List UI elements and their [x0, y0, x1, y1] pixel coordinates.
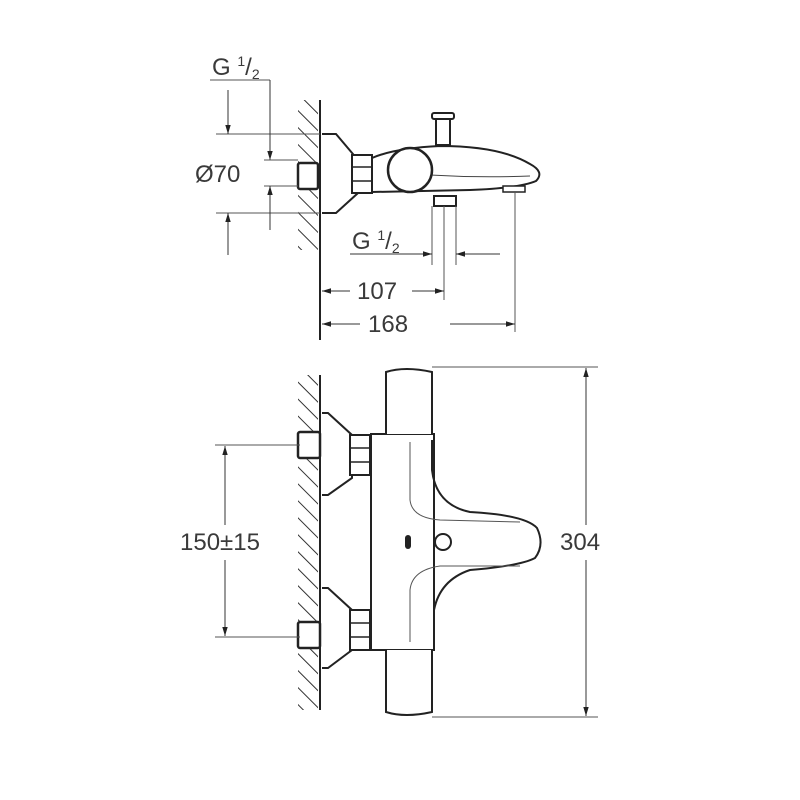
outlet-distance-label: 107	[357, 278, 398, 305]
lower-escutcheon	[322, 587, 353, 669]
spout-aerator	[502, 185, 526, 193]
indicator-mark	[405, 535, 411, 549]
inlet-nipple	[296, 161, 320, 191]
body-length-label: 304	[560, 529, 601, 556]
side-view	[210, 79, 541, 340]
lower-inlet-nipple	[296, 620, 322, 650]
upper-escutcheon	[322, 412, 353, 496]
thread-slash: /	[385, 228, 392, 255]
shower-outlet	[433, 195, 457, 207]
diverter-button	[434, 533, 452, 551]
spout-front	[431, 440, 542, 650]
thread-numerator: 1	[237, 53, 246, 69]
thread-denominator: 2	[251, 66, 260, 82]
inlet-thread-label: G 1/2	[212, 53, 260, 82]
front-view	[215, 366, 598, 718]
outlet-thread-label: G 1/2	[352, 227, 400, 256]
thread-prefix: G	[352, 228, 371, 255]
temperature-handle	[386, 146, 434, 194]
thread-denominator: 2	[391, 240, 400, 256]
thread-numerator: 1	[377, 227, 386, 243]
escutcheon-diameter-label: Ø70	[195, 161, 241, 188]
bottom-handle	[385, 650, 433, 716]
spout-projection-label: 168	[368, 311, 409, 338]
thread-prefix: G	[212, 54, 231, 81]
mixer-body-front	[370, 433, 435, 651]
union-nut	[351, 154, 373, 194]
thread-slash: /	[245, 54, 252, 81]
top-handle	[385, 368, 433, 434]
upper-inlet-nipple	[296, 430, 322, 460]
wall-hatching-top	[298, 100, 321, 340]
inlet-centers-label: 150±15	[180, 529, 260, 556]
